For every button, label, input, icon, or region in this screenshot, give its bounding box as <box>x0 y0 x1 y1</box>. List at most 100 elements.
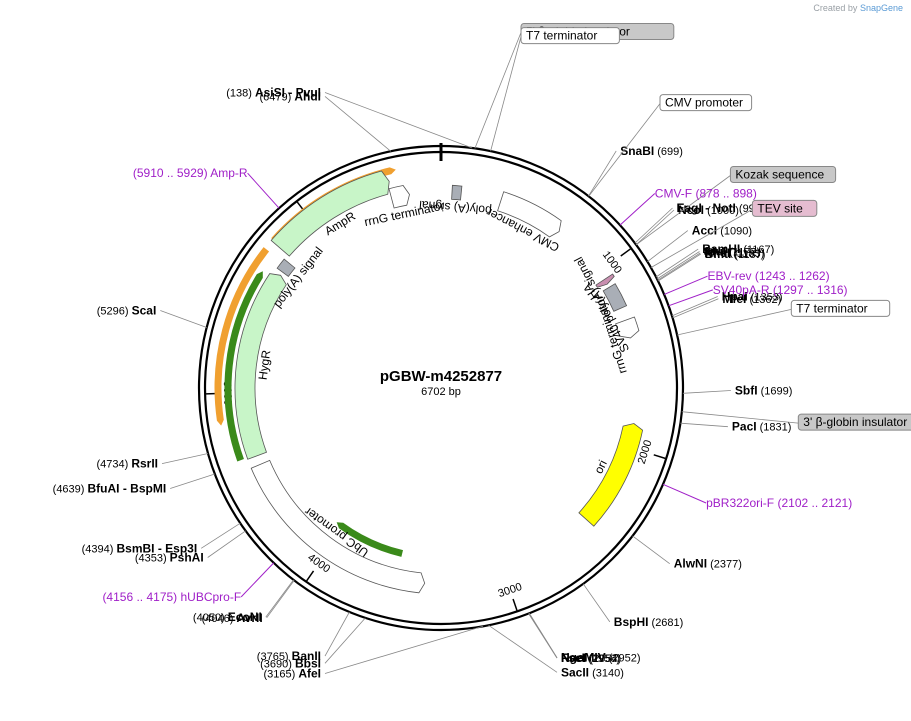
feature-shape <box>595 273 615 288</box>
enzyme-label: SbfI (1699) <box>735 384 793 398</box>
enzyme-label: AccI (1090) <box>692 224 752 238</box>
primer-range: (1243 .. 1262) <box>755 269 830 283</box>
enzyme-position: (6479) <box>259 91 294 103</box>
enzyme-position: (1362) <box>746 294 781 306</box>
enzyme-label: MfeI (1362) <box>722 292 781 306</box>
enzyme-label: PacI (1831) <box>732 420 792 434</box>
enzyme-label: EagI - NotI (991) <box>677 201 765 215</box>
enzyme-name: MfeI <box>722 292 746 306</box>
enzyme-position: (1831) <box>757 422 792 434</box>
enzyme-name: AvrII <box>236 611 262 625</box>
primer-range: (1297 .. 1316) <box>773 283 848 297</box>
enzyme-position: (3140) <box>589 667 624 679</box>
primer-range: (2102 .. 2121) <box>777 496 852 510</box>
enzyme-name: BamHI <box>702 242 740 256</box>
enzyme-leader <box>207 530 246 558</box>
enzyme-position: (4050) <box>193 612 228 624</box>
primer-leader <box>619 193 656 226</box>
enzyme-position: (1167) <box>740 244 774 256</box>
feature-label: ori <box>591 458 609 476</box>
feature-shape <box>388 185 410 209</box>
primer-name: SV40pA-R <box>713 283 773 297</box>
enzyme-label: (4353) PshAI <box>135 551 204 565</box>
callout-label: T7 terminator <box>796 301 867 315</box>
enzyme-name: BmtI <box>705 247 732 261</box>
orf-arrow <box>224 271 263 462</box>
enzyme-label: (4046) AvrII <box>202 611 263 625</box>
enzyme-name: BfuAI <box>88 482 120 496</box>
callout-leader <box>490 36 522 152</box>
enzyme-name: AccI <box>692 224 717 238</box>
enzyme-position: (4639) <box>53 484 88 496</box>
ruler-tick <box>306 570 315 582</box>
enzyme-name: AsiSI <box>255 86 285 100</box>
enzyme-label: NgoMIV (2952) <box>561 651 641 665</box>
enzyme-name: AlwNI <box>674 557 707 571</box>
feature-shape <box>578 423 644 527</box>
primer-label: (5910 .. 5929) Amp-R <box>133 166 248 180</box>
enzyme-label: StuI (1177) <box>704 245 761 259</box>
enzyme-position: (1353) <box>748 292 783 304</box>
enzyme-leader <box>588 150 617 197</box>
enzyme-name: BanII <box>292 649 321 663</box>
enzyme-leader <box>657 253 701 282</box>
enzyme-name: FseI <box>561 651 585 665</box>
primer-name: Amp-R <box>210 166 248 180</box>
enzyme-name: NgoMIV <box>561 651 606 665</box>
feature-shape <box>602 283 628 312</box>
enzyme-leader <box>170 473 215 489</box>
enzyme-position: (3690) <box>260 658 295 670</box>
enzyme-leader <box>634 207 673 244</box>
enzyme-name: BspHI <box>614 615 649 629</box>
enzyme-position: (4394) <box>82 543 117 555</box>
enzyme-label: NcoI (1000) <box>678 203 739 217</box>
enzyme-position: (3165) <box>263 669 298 681</box>
enzyme-label: NheI (1183) <box>704 246 764 260</box>
enzyme-label: BspHI (2681) <box>614 615 684 629</box>
feature-shape <box>615 316 640 339</box>
enzyme-name: ScaI <box>132 304 157 318</box>
primer-name: pBR322ori-F <box>706 496 777 510</box>
enzyme-name: - Esp3I <box>155 541 198 555</box>
orf-arrow <box>214 247 270 426</box>
enzyme-name: StuI <box>704 245 727 259</box>
callout-box <box>751 199 818 217</box>
feature-shape <box>276 258 296 277</box>
feature-shape <box>451 184 463 201</box>
callout-box <box>797 413 911 431</box>
enzyme-leader <box>324 92 473 149</box>
feature-shape <box>234 273 287 460</box>
enzyme-leader <box>200 522 241 549</box>
enzyme-label: (138) AsiSI - PvuI <box>226 86 321 100</box>
enzyme-position: (699) <box>654 146 683 158</box>
enzyme-leader <box>682 390 731 394</box>
ruler-label: 1000 <box>600 249 624 276</box>
ruler-tick <box>620 248 631 257</box>
enzyme-label: (4639) BfuAI - BspMI <box>53 482 167 496</box>
enzyme-leader <box>324 617 366 664</box>
enzyme-name: - BspMI <box>120 482 167 496</box>
callout-box <box>790 299 891 317</box>
enzyme-leader <box>655 248 699 278</box>
enzyme-label: NaeI (2954) <box>561 651 621 665</box>
enzyme-name: SacII <box>561 665 589 679</box>
enzyme-position: (1183) <box>730 248 764 260</box>
enzyme-position: (3765) <box>257 651 292 663</box>
primer-leader <box>668 289 713 307</box>
feature-shape <box>270 170 390 257</box>
enzyme-leader <box>647 230 689 263</box>
enzyme-leader <box>161 453 209 464</box>
enzyme-label: SnaBI (699) <box>620 144 683 158</box>
enzyme-label: (4050) EcoNI <box>193 610 262 624</box>
enzyme-label: (5296) ScaI <box>97 304 157 318</box>
enzyme-label: AlwNI (2377) <box>674 557 742 571</box>
enzyme-label: (3165) AfeI <box>263 667 321 681</box>
enzyme-name: SbfI <box>735 384 758 398</box>
callout-leader <box>474 32 522 149</box>
primer-label: EBV-rev (1243 .. 1262) <box>708 269 830 283</box>
primer-range: (878 .. 898) <box>695 187 756 201</box>
callout-leader <box>588 103 661 197</box>
primer-range: (5910 .. 5929) <box>133 166 210 180</box>
enzyme-leader <box>656 251 700 280</box>
